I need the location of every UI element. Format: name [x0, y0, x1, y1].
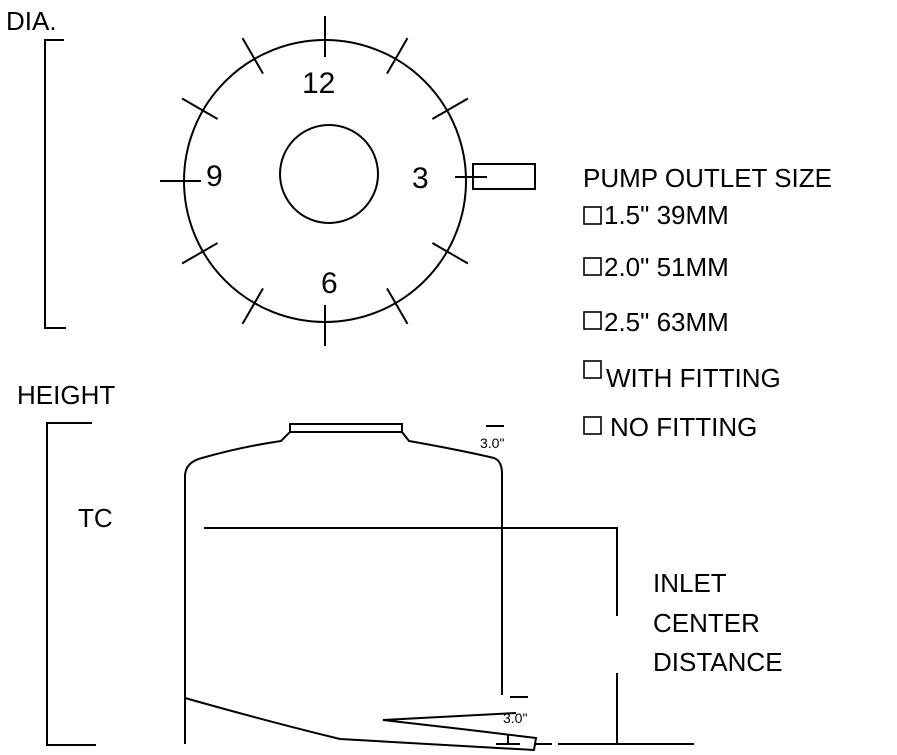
height-bracket	[46, 422, 96, 746]
inlet-label-line3: DISTANCE	[653, 647, 783, 677]
with-fitting-checkbox[interactable]	[583, 360, 602, 379]
pump-outlet-title: PUMP OUTLET SIZE	[583, 163, 832, 193]
dia-bracket	[44, 39, 66, 329]
clock-9: 9	[206, 160, 223, 193]
pump-option-4[interactable]: WITH FITTING	[583, 360, 781, 393]
tick-10	[181, 97, 219, 120]
no-fitting-checkbox[interactable]	[583, 416, 602, 435]
tick-1	[386, 37, 409, 75]
pump-option-1-label: 1.5" 39MM	[604, 200, 729, 230]
dim-bottom-marker	[496, 734, 520, 745]
tick-11	[241, 37, 264, 75]
pump-option-2-checkbox[interactable]	[583, 257, 602, 276]
pump-option-1[interactable]: 1.5" 39MM	[583, 200, 729, 230]
pump-option-2-label: 2.0" 51MM	[604, 252, 729, 282]
tank-top-opening	[279, 124, 379, 224]
tick-8	[181, 242, 219, 265]
clock-tick-marks	[160, 16, 469, 346]
pump-option-2[interactable]: 2.0" 51MM	[583, 252, 729, 282]
dia-label: DIA.	[6, 6, 57, 36]
pump-option-3[interactable]: 2.5" 63MM	[583, 307, 729, 337]
pump-option-1-checkbox[interactable]	[583, 206, 602, 225]
clock-3: 3	[412, 162, 429, 195]
tick-2	[431, 97, 469, 120]
inlet-label-line1: INLET	[653, 568, 727, 598]
pump-option-5[interactable]: NO FITTING	[583, 412, 757, 442]
with-fitting-label: WITH FITTING	[606, 363, 781, 393]
height-label: HEIGHT	[17, 380, 115, 410]
clock-6: 6	[321, 267, 338, 300]
tick-4	[431, 242, 469, 265]
tank-bottom-outline	[184, 697, 538, 752]
pump-option-3-checkbox[interactable]	[583, 311, 602, 330]
tick-7	[241, 287, 264, 325]
inlet-label-line2: CENTER	[653, 608, 760, 638]
pump-option-3-label: 2.5" 63MM	[604, 307, 729, 337]
clock-12: 12	[302, 67, 335, 100]
no-fitting-label: NO FITTING	[610, 412, 757, 442]
dim-top-label: 3.0"	[480, 435, 504, 451]
tick-5	[386, 287, 409, 325]
tc-label: TC	[78, 503, 113, 533]
inlet-center-line	[204, 527, 618, 616]
dim-bottom-label: 3.0"	[503, 710, 527, 726]
tank-side-outline	[184, 423, 503, 744]
